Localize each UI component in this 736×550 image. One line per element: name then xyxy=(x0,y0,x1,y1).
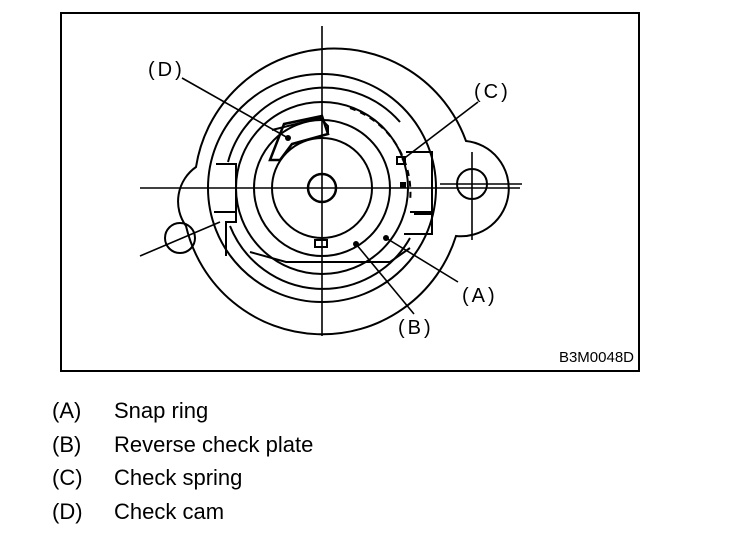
leader-dot-d xyxy=(285,135,291,141)
callout-d: (D) xyxy=(148,59,185,81)
plate-slot xyxy=(314,239,328,248)
check-spring-path xyxy=(349,107,412,203)
figure-frame xyxy=(60,12,640,372)
legend-item: (A) Snap ring xyxy=(52,394,652,428)
legend-text: Check spring xyxy=(114,465,243,490)
callout-c: (C) xyxy=(474,81,511,103)
diagram-svg: (D) (C) (A) (B) B3M0048D xyxy=(60,12,640,372)
callout-b: (B) xyxy=(398,317,434,339)
legend-key: (B) xyxy=(52,431,82,457)
spring-hook xyxy=(396,156,406,165)
left-bolt-hole xyxy=(164,222,196,254)
housing-outline xyxy=(177,47,510,336)
legend-item: (B) Reverse check plate xyxy=(52,428,652,462)
leader-dot-a xyxy=(383,235,389,241)
leader-dot-b xyxy=(353,241,359,247)
legend-text: Snap ring xyxy=(114,398,209,423)
legend-item: (C) Check spring xyxy=(52,461,652,495)
parts-legend: (A) Snap ring (B) Reverse check plate (C) C… xyxy=(52,394,652,528)
leader-lines xyxy=(181,77,479,315)
legend-key: (D) xyxy=(52,498,83,524)
center-lines xyxy=(139,26,522,336)
diagram-figure: (D) (C) (A) (B) B3M0048D xyxy=(60,12,640,372)
check-cam-shape xyxy=(268,114,330,162)
figure-code: B3M0048D xyxy=(559,349,634,366)
legend-key: (C) xyxy=(52,465,83,490)
legend-key: (A) xyxy=(52,398,82,423)
callout-a: (A) xyxy=(462,285,498,307)
legend-text: Reverse check plate xyxy=(114,431,314,457)
legend-item: (D) Check cam xyxy=(52,495,652,529)
legend-text: Check cam xyxy=(114,498,225,524)
spring-end xyxy=(400,182,406,188)
